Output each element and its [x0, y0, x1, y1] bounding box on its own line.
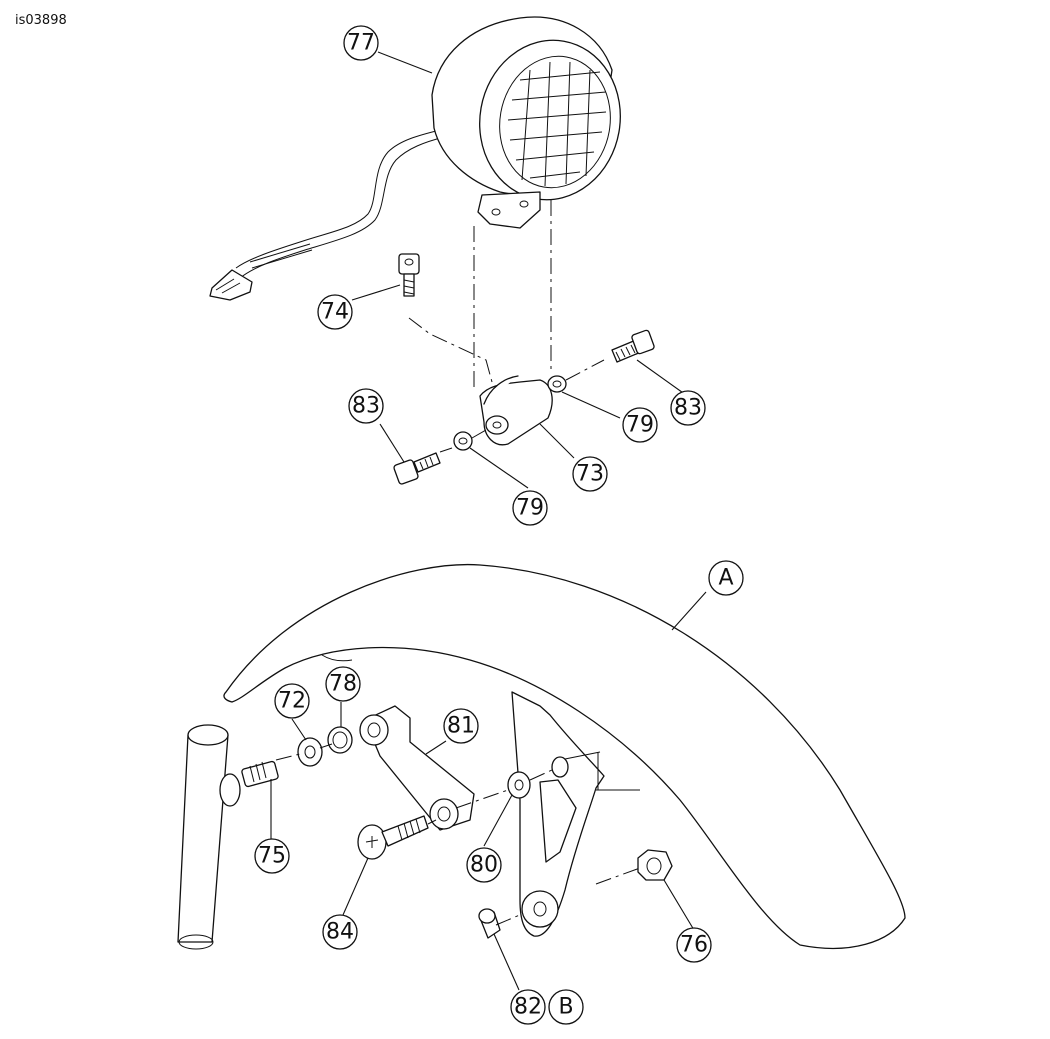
- callout-83-right-label: 83: [674, 396, 702, 421]
- connector: [209, 269, 253, 301]
- nut-76: [637, 849, 673, 881]
- washer-78: [327, 726, 353, 754]
- callout-77: 77: [343, 25, 379, 61]
- callout-75: 75: [254, 838, 290, 874]
- figure-id: is03898: [15, 13, 67, 28]
- bolt-84: [357, 815, 429, 860]
- callout-79-right-label: 79: [626, 413, 654, 438]
- mount-block-73: [479, 375, 553, 446]
- callout-80-label: 80: [470, 853, 498, 878]
- callout-84-label: 84: [326, 920, 354, 945]
- callout-78: 78: [325, 666, 361, 702]
- callout-79-left-label: 79: [516, 496, 544, 521]
- callout-83-left: 83: [348, 388, 384, 424]
- bolt-74: [398, 253, 420, 297]
- callout-79-left: 79: [512, 490, 548, 526]
- callout-82-label: 82: [514, 995, 542, 1020]
- bolt-83-left: [393, 452, 441, 485]
- callout-82: 82: [510, 989, 546, 1025]
- callout-73-label: 73: [576, 462, 604, 487]
- stud-75: [241, 760, 279, 788]
- lamp-bracket: [477, 191, 541, 229]
- callout-74-label: 74: [321, 300, 349, 325]
- callout-81: 81: [443, 708, 479, 744]
- headlamp-assembly: [209, 16, 621, 301]
- callout-81-label: 81: [447, 714, 475, 739]
- callout-84: 84: [322, 914, 358, 950]
- callout-B-label: B: [558, 995, 573, 1020]
- callout-83-right: 83: [670, 390, 706, 426]
- callout-74: 74: [317, 294, 353, 330]
- spacer-72: [297, 737, 323, 767]
- callout-77-label: 77: [347, 31, 375, 56]
- callout-73: 73: [572, 456, 608, 492]
- washer-79-right: [547, 375, 567, 393]
- bolt-83-right: [611, 329, 655, 363]
- washer-79-left: [453, 431, 473, 451]
- callout-76-label: 76: [680, 933, 708, 958]
- bushing-82: [478, 908, 501, 939]
- callout-83-left-label: 83: [352, 394, 380, 419]
- washer-80: [507, 771, 531, 799]
- link-81: [359, 705, 475, 831]
- callout-78-label: 78: [329, 672, 357, 697]
- fork-tube: [177, 724, 241, 950]
- callout-72: 72: [274, 683, 310, 719]
- callout-B: B: [548, 989, 584, 1025]
- callout-72-label: 72: [278, 689, 306, 714]
- callout-A-label: A: [718, 566, 733, 591]
- callout-A: A: [708, 560, 744, 596]
- callout-76: 76: [676, 927, 712, 963]
- callout-80: 80: [466, 847, 502, 883]
- fender: [223, 563, 906, 950]
- leader-lines: [270, 51, 707, 991]
- callout-79-right: 79: [622, 407, 658, 443]
- callout-75-label: 75: [258, 844, 286, 869]
